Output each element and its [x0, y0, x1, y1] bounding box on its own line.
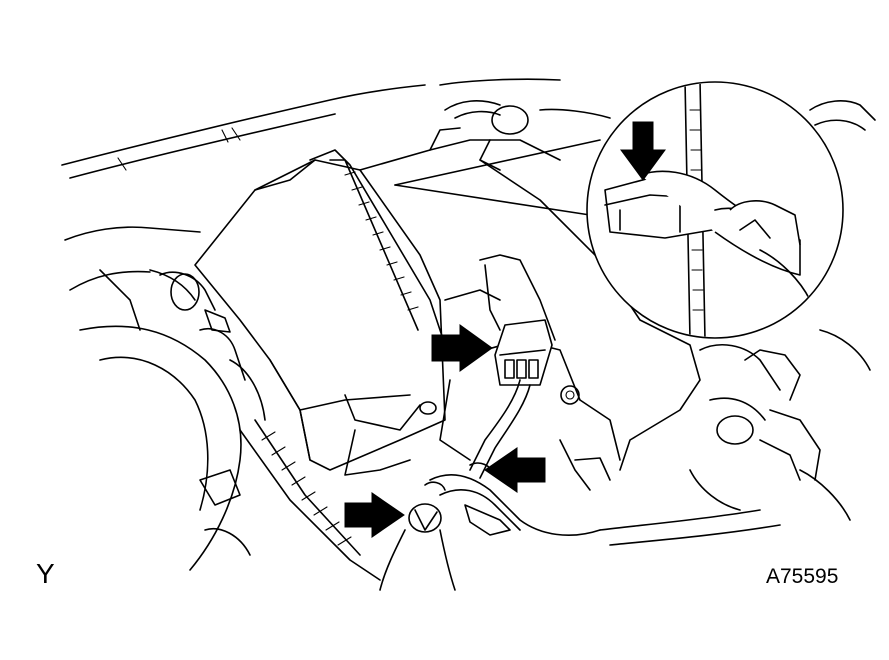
hood-outline	[61, 78, 561, 179]
air-cleaner-case	[194, 149, 446, 476]
engine-top-parts	[359, 100, 611, 171]
right-upper-body	[809, 100, 876, 131]
view-label: Y	[36, 558, 55, 589]
figure-id-label: A75595	[766, 565, 839, 588]
radiator-grille	[199, 419, 381, 581]
ground-terminal	[379, 481, 456, 591]
detail-inset	[586, 81, 844, 339]
arrow-inset-icon	[620, 121, 666, 181]
arrow-harness-icon	[484, 447, 546, 493]
right-hoses	[689, 329, 871, 521]
arrow-ground-icon	[344, 492, 405, 538]
wire-harness	[429, 462, 781, 546]
callout-arrows	[344, 121, 666, 538]
callout-leader	[394, 139, 601, 216]
left-fender	[64, 226, 242, 571]
wiring-connector	[469, 319, 553, 479]
arrow-connector-icon	[431, 324, 493, 372]
intake-duct	[159, 271, 266, 421]
